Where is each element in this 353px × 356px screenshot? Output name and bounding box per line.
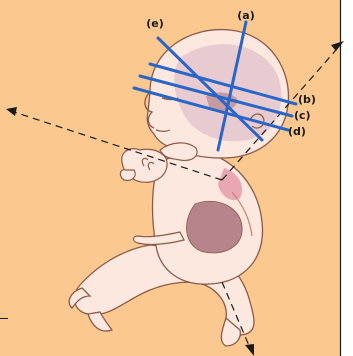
label-a: (a) — [237, 9, 254, 22]
label-b: (b) — [298, 93, 316, 106]
label-e: (e) — [146, 17, 164, 30]
label-d: (d) — [288, 125, 306, 138]
label-c: (c) — [294, 109, 311, 122]
header-text-fragment: ▔▔▔▔▔▔▔▔▔▔ — [133, 0, 219, 7]
